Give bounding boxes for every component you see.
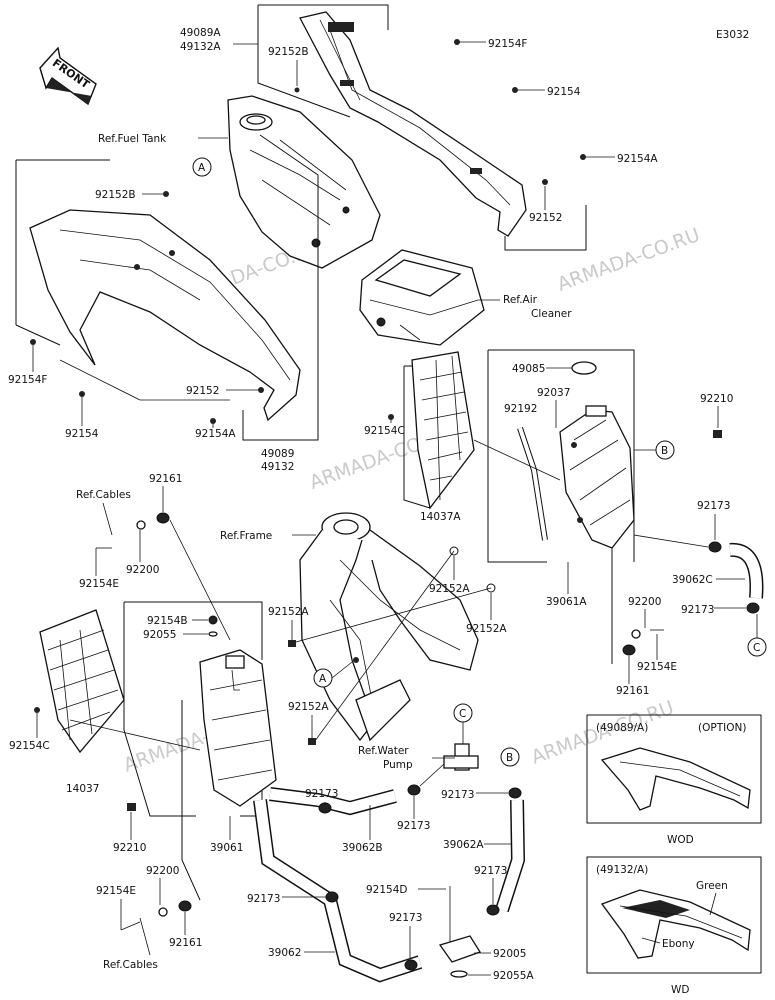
label-92154e-right: 92154E	[637, 661, 677, 673]
callout-c-mid-text: C	[459, 708, 466, 720]
callout-a-top-text: A	[198, 162, 206, 174]
label-92154c-left: 92154C	[9, 740, 50, 752]
label-92161-top: 92161	[149, 473, 182, 485]
label-39062a: 39062A	[443, 839, 484, 851]
label-air-cleaner-2: Cleaner	[531, 308, 572, 320]
callout-a-top	[192, 157, 212, 177]
label-92173-r2: 92173	[681, 604, 714, 616]
callout-a-mid-text: A	[319, 673, 327, 685]
label-92152-top: 92152	[529, 212, 562, 224]
front-arrow-icon: FRONT	[39, 46, 97, 106]
water-pump-fitting	[443, 743, 479, 771]
label-92152-mid: 92152	[186, 385, 219, 397]
label-92154f-left: 92154F	[8, 374, 47, 386]
label-ref-frame: Ref.Frame	[220, 530, 272, 542]
inset-option-box	[586, 714, 762, 824]
label-92192: 92192	[504, 403, 537, 415]
label-92173-b1: 92173	[247, 893, 280, 905]
inset-color-green: Green	[696, 880, 728, 892]
label-92161-bottom: 92161	[169, 937, 202, 949]
label-air-cleaner-1: Ref.Air	[503, 294, 538, 306]
inset-color-ebony: Ebony	[662, 938, 695, 950]
label-49132: 49132	[261, 461, 294, 473]
label-92154-top: 92154	[547, 86, 581, 98]
label-49132a: 49132A	[180, 41, 221, 53]
label-39062c: 39062C	[672, 574, 713, 586]
inset-option-note: (OPTION)	[698, 722, 746, 734]
shroud-49089a	[299, 11, 527, 237]
label-ref-cables-top: Ref.Cables	[76, 489, 131, 501]
label-92173-m1: 92173	[305, 788, 338, 800]
label-92210-right: 92210	[700, 393, 733, 405]
louver-14037	[39, 609, 125, 754]
label-39062: 39062	[268, 947, 301, 959]
label-14037: 14037	[66, 783, 99, 795]
inset-color-code: (49132/A)	[596, 864, 648, 876]
label-92173-b2: 92173	[474, 865, 507, 877]
label-92154a-mid: 92154A	[195, 428, 236, 440]
label-92154b: 92154B	[147, 615, 188, 627]
label-92154e-bottom: 92154E	[96, 885, 136, 897]
label-92200-right: 92200	[628, 596, 661, 608]
label-ref-cables-bottom: Ref.Cables	[103, 959, 158, 971]
inset-color-caption: WD	[671, 984, 689, 996]
label-92152a-3: 92152A	[268, 606, 309, 618]
label-92173-r1: 92173	[697, 500, 730, 512]
fuel-tank	[227, 95, 381, 269]
callout-c-right-text: C	[753, 642, 760, 654]
label-39061: 39061	[210, 842, 243, 854]
label-92055a: 92055A	[493, 970, 534, 982]
inset-option-shroud	[600, 747, 751, 811]
label-92154d: 92154D	[366, 884, 408, 896]
label-92154e-top: 92154E	[79, 578, 119, 590]
label-92173-b3: 92173	[389, 912, 422, 924]
callout-b-mid	[500, 747, 520, 767]
label-39062b: 39062B	[342, 842, 383, 854]
shroud-49089	[29, 209, 301, 422]
louver-14037a	[411, 351, 475, 510]
label-92200-bottom: 92200	[146, 865, 179, 877]
label-49089a: 49089A	[180, 27, 221, 39]
diagram-id: E3032	[716, 29, 749, 41]
label-92037: 92037	[537, 387, 570, 399]
label-92154a-top: 92154A	[617, 153, 658, 165]
label-49085: 49085	[512, 363, 545, 375]
label-92154-left: 92154	[65, 428, 99, 440]
label-92152b-left: 92152B	[95, 189, 136, 201]
inset-color-shroud	[600, 889, 751, 959]
radiator-right	[559, 405, 635, 549]
label-92173-m3: 92173	[441, 789, 474, 801]
label-92154c-mid: 92154C	[364, 425, 405, 437]
label-92055: 92055	[143, 629, 176, 641]
label-92161-right: 92161	[616, 685, 649, 697]
inset-color-box	[586, 856, 762, 974]
label-92210-left: 92210	[113, 842, 146, 854]
radiator-cap	[571, 361, 597, 375]
label-92152a-4: 92152A	[288, 701, 329, 713]
watermark-2: ARMADA-CO.RU	[554, 224, 702, 296]
label-92152a-2: 92152A	[466, 623, 507, 635]
inset-option-code: (49089/A)	[596, 722, 648, 734]
label-92154f-top: 92154F	[488, 38, 527, 50]
radiator-left	[199, 649, 277, 807]
callout-b-mid-text: B	[506, 752, 513, 764]
label-92005: 92005	[493, 948, 526, 960]
frame	[299, 512, 479, 742]
label-92200-top: 92200	[126, 564, 159, 576]
air-cleaner	[359, 249, 485, 346]
label-water-pump-2: Pump	[383, 759, 413, 771]
label-92173-m2: 92173	[397, 820, 430, 832]
label-39061a: 39061A	[546, 596, 587, 608]
label-49089: 49089	[261, 448, 294, 460]
label-14037a: 14037A	[420, 511, 461, 523]
label-water-pump-1: Ref.Water	[358, 745, 409, 757]
drain-fitting	[438, 935, 481, 978]
label-92152b-top: 92152B	[268, 46, 309, 58]
callout-b-right-text: B	[661, 445, 668, 457]
label-fuel-tank: Ref.Fuel Tank	[98, 133, 167, 145]
label-92152a-1: 92152A	[429, 583, 470, 595]
inset-option-caption: WOD	[667, 834, 694, 846]
